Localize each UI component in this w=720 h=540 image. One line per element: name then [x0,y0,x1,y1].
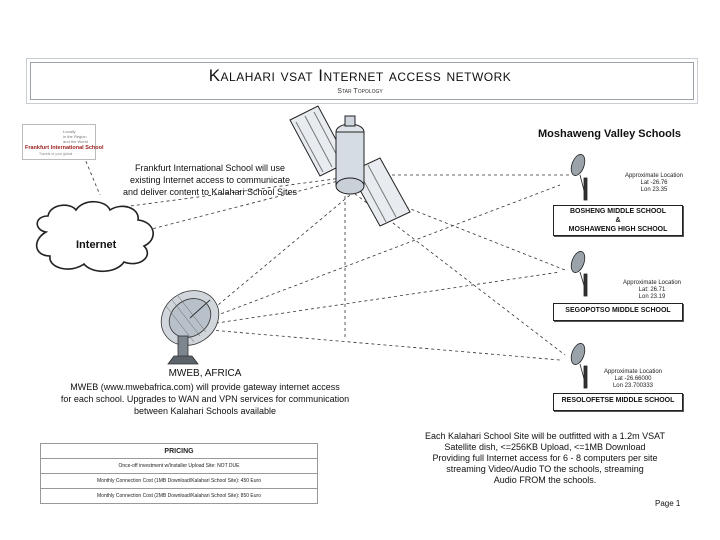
location-line: Lon 23.35 [640,187,668,193]
moshaweng-title: Moshaweng Valley Schools [538,128,682,140]
location-line: Approximate Location [624,173,684,179]
location-line: Lat: 26.71 [638,287,666,293]
fis-description: Frankfurt International School will use … [100,162,320,198]
school-box-bosheng: BOSHENG MIDDLE SCHOOL & MOSHAWENG HIGH S… [553,205,683,236]
pricing-header: PRICING [40,443,318,459]
mweb-text-line: for each school. Upgrades to WAN and VPN… [60,394,350,404]
link-dish-bosheng [209,184,561,319]
fis-logo-line: and the World [63,139,88,144]
page-number: Page 1 [655,499,681,508]
location-line: Lat -26.76 [640,180,668,186]
table-row: Once-off investment w/Installer Upload S… [40,458,318,474]
pricing-row: Monthly Connection Cost (2MB Download/Ka… [40,488,318,504]
school-box-resolofetse: RESOLOFETSE MIDDLE SCHOOL [553,393,683,411]
pricing-row: Once-off investment w/Installer Upload S… [40,458,318,474]
fis-logo-lines: Locally in the Region and the World [63,129,88,144]
sites-text-line: Audio FROM the schools. [493,475,597,485]
link-dish-sat [199,194,351,321]
internet-label: Internet [76,239,117,251]
mweb-text-line: MWEB (www.mwebafrica.com) will provide g… [70,382,340,392]
school-name: MOSHAWENG HIGH SCHOOL [568,226,668,233]
sites-text-line: Providing full Internet access for 6 - 8… [432,453,658,463]
fis-text-line: and deliver content to Kalahari School S… [122,187,298,197]
school-name: & [615,217,621,224]
pricing-table: PRICING Once-off investment w/Installer … [40,443,318,504]
link-sat-fis [99,177,343,211]
school-name: SEGOPOTSO MIDDLE SCHOOL [565,307,671,314]
table-row: Monthly Connection Cost (1MB Download/Ka… [40,473,318,489]
school-name: RESOLOFETSE MIDDLE SCHOOL [561,397,675,404]
fis-logo-line: in the Region [63,134,87,139]
satellite-icon [289,105,411,227]
vsat-dish-icon [570,251,588,297]
title-frame [30,62,694,100]
pricing-row: Monthly Connection Cost (1MB Download/Ka… [40,473,318,489]
school-name: BOSHENG MIDDLE SCHOOL [569,208,667,215]
location-line: Approximate Location [622,280,682,286]
sites-description: Each Kalahari School Site will be outfit… [390,431,700,486]
mweb-text-line: between Kalahari Schools available [133,406,277,416]
site-location: Approximate Location Lat -26.66000 Lon 2… [598,369,668,390]
vsat-dish-icon [570,154,588,201]
fis-logo-line: Locally [63,129,76,134]
satellite-dish-icon [160,290,220,365]
sites-text-line: streaming Video/Audio TO the schools, st… [446,464,644,474]
page-title: Kalahari vsat Internet access network [208,66,512,85]
site-location: Approximate Location Lat -26.76 Lon 23.3… [622,173,686,194]
sites-text-line: Each Kalahari School Site will be outfit… [425,431,665,441]
table-row: Monthly Connection Cost (2MB Download/Ka… [40,488,318,504]
table-row: PRICING [40,443,318,459]
mweb-name: MWEB, AFRICA [168,368,242,379]
cloud-icon [35,200,154,273]
link-sat-internet [139,179,343,233]
location-line: Approximate Location [603,369,663,375]
link-dish-resolofetse [209,329,561,361]
fis-logo: Locally in the Region and the World Fran… [22,124,104,160]
page-subtitle: Star Topology [337,88,383,95]
location-line: Lon 23.700333 [612,383,654,389]
link-dish-segopotso [209,271,561,325]
fis-text-line: existing Internet access to communicate [129,175,291,185]
sites-text-line: Satellite dish, <=256KB Upload, <=1MB Do… [444,442,646,452]
location-line: Lon 23.19 [638,294,666,300]
fis-logo-name: Frankfurt International School [25,145,104,151]
vsat-dish-icon [570,343,588,389]
site-location: Approximate Location Lat: 26.71 Lon 23.1… [620,280,684,301]
school-box-segopotso: SEGOPOTSO MIDDLE SCHOOL [553,303,683,321]
mweb-description: MWEB (www.mwebafrica.com) will provide g… [20,381,390,417]
fis-logo-tagline: Travels of your global [39,152,73,156]
location-line: Lat -26.66000 [614,376,652,382]
fis-text-line: Frankfurt International School will use [134,163,286,173]
